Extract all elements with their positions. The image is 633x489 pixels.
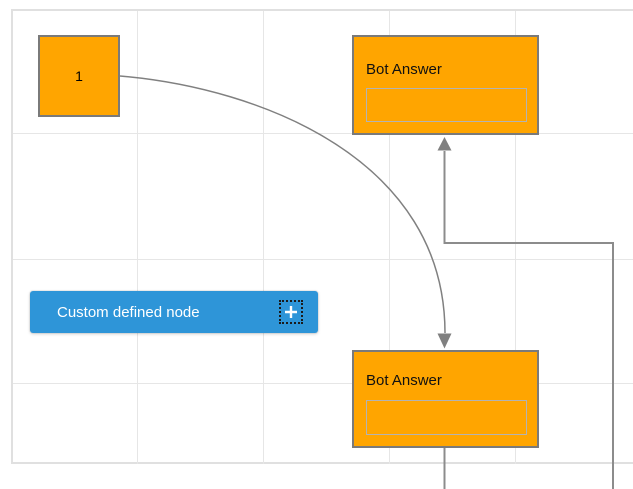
- start-node-label: 1: [75, 68, 83, 84]
- bot-answer-node-bottom[interactable]: Bot Answer: [352, 350, 539, 448]
- grid-line-horizontal: [13, 259, 633, 260]
- grid-line-horizontal: [13, 383, 633, 384]
- bot-answer-bottom-title: Bot Answer: [366, 372, 442, 389]
- grid-line-vertical: [263, 11, 264, 464]
- plus-icon: [284, 305, 298, 319]
- bot-answer-node-top[interactable]: Bot Answer: [352, 35, 539, 135]
- start-node[interactable]: 1: [38, 35, 120, 117]
- add-node-button[interactable]: [279, 300, 303, 324]
- bot-answer-bottom-field[interactable]: [366, 400, 527, 435]
- bot-answer-top-title: Bot Answer: [366, 61, 442, 78]
- custom-defined-node[interactable]: Custom defined node: [30, 291, 318, 333]
- grid-line-horizontal: [13, 133, 633, 134]
- grid-line-vertical: [137, 11, 138, 464]
- custom-node-label: Custom defined node: [57, 303, 200, 321]
- diagram-canvas[interactable]: [11, 9, 633, 464]
- bot-answer-top-field[interactable]: [366, 88, 527, 122]
